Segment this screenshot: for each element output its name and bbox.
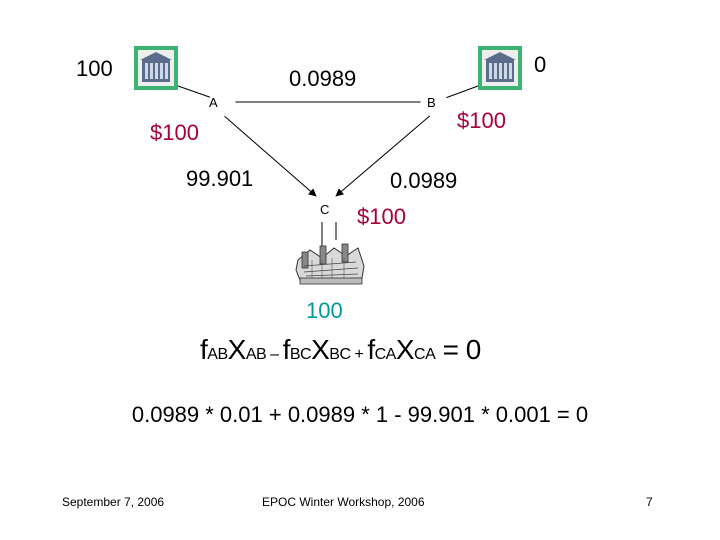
eq-term-x: X <box>227 334 247 365</box>
footer-event: EPOC Winter Workshop, 2006 <box>262 495 425 509</box>
power-plant-icon <box>478 46 522 90</box>
eq-subscript: CA <box>374 346 397 363</box>
flow-bc: 0.0989 <box>390 168 458 193</box>
eq-term-x: X <box>311 334 330 365</box>
eq-term-x: X <box>395 334 415 365</box>
flow-ab: 0.0989 <box>289 66 357 91</box>
node-c-circle <box>312 195 340 223</box>
flow-ac: 99.901 <box>186 166 254 191</box>
price-b: $100 <box>457 108 506 133</box>
price-c: $100 <box>357 204 406 229</box>
power-plant-icon <box>134 46 178 90</box>
eq-term-f: f <box>282 334 291 365</box>
gen-b-output: 0 <box>534 52 547 77</box>
factory-icon <box>295 222 365 285</box>
node-b-label: B <box>427 95 436 110</box>
page-number: 7 <box>646 495 653 509</box>
node-c-label: C <box>320 202 330 217</box>
loop-equation: fABXAB–fBCXBC+fCAXCA = 0 <box>200 334 481 366</box>
node-b-circle <box>420 89 448 117</box>
eq-operator: + <box>354 346 364 363</box>
price-a: $100 <box>150 120 199 145</box>
load-c-value: 100 <box>306 298 343 323</box>
node-a-label: A <box>209 95 218 110</box>
eq-subscript: CA <box>414 346 436 363</box>
line-ac-arrow <box>221 113 317 197</box>
eq-operator: – <box>270 346 279 363</box>
numeric-check: 0.0989 * 0.01 + 0.0989 * 1 - 99.901 * 0.… <box>131 402 589 427</box>
eq-subscript: AB <box>207 346 228 363</box>
eq-subscript: BC <box>329 346 351 363</box>
node-a-circle <box>208 89 236 117</box>
eq-subscript: BC <box>289 346 312 363</box>
eq-term-f: f <box>367 334 375 365</box>
line-bc-arrow <box>335 113 433 197</box>
gen-a-output: 100 <box>76 56 113 81</box>
eq-term-f: f <box>200 334 208 365</box>
footer-date: September 7, 2006 <box>62 495 165 509</box>
eq-equals: = 0 <box>442 334 482 365</box>
eq-subscript: AB <box>245 346 267 363</box>
